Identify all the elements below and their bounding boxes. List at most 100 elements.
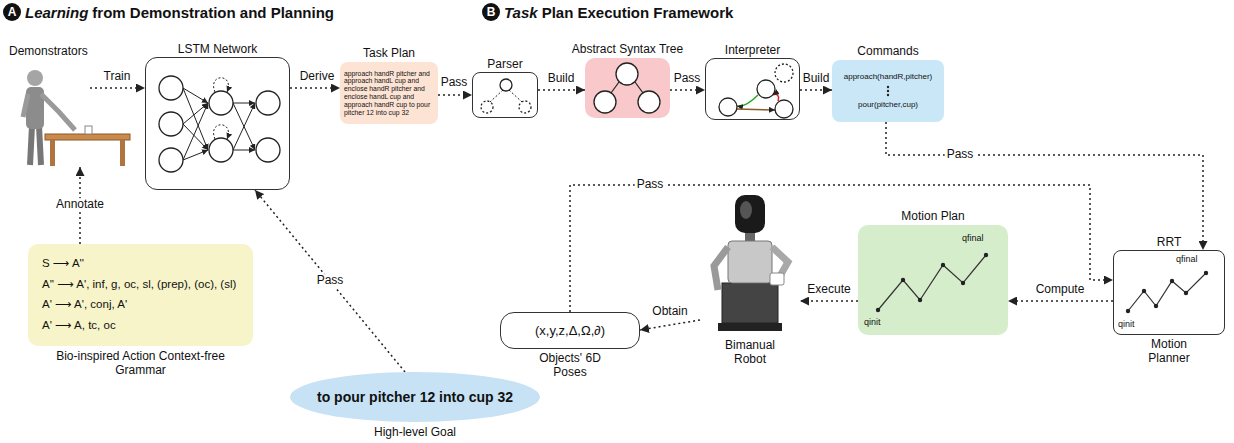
arm xyxy=(23,94,28,117)
box-heading: Commands xyxy=(857,44,918,58)
motion-path xyxy=(878,255,986,310)
edge-label: Execute xyxy=(805,283,852,297)
figure-node: Demonstrators xyxy=(5,42,90,167)
edge-label: Pass xyxy=(635,178,666,192)
waypoint xyxy=(901,278,905,282)
waypoint xyxy=(1204,271,1208,275)
graph-link xyxy=(635,82,643,93)
network-link xyxy=(233,103,255,150)
waypoint xyxy=(876,308,880,312)
robot-figure: Bimanual Robot xyxy=(700,190,800,335)
torso xyxy=(26,87,44,129)
section-title: from Demonstration and Planning xyxy=(92,4,334,21)
robot-torso xyxy=(728,241,772,283)
cup xyxy=(85,126,92,134)
edge-label: Pass xyxy=(945,148,976,162)
network-link xyxy=(183,88,208,103)
robot-arm xyxy=(714,247,728,290)
edge-label: Build xyxy=(546,72,577,86)
box-text: A' ⟶ A, tc, oc xyxy=(42,319,116,333)
section-letter: B xyxy=(482,3,500,21)
edge-label: Pass xyxy=(315,274,346,288)
section-title: Plan Execution Framework xyxy=(542,4,734,21)
leg xyxy=(30,126,32,165)
drawing-part xyxy=(594,63,660,113)
flow-arrow xyxy=(737,109,775,110)
box-text: to pour pitcher 12 into cup 32 xyxy=(317,389,513,406)
neuron xyxy=(159,148,183,172)
graph-node-circle xyxy=(481,101,493,113)
graph-node-circle xyxy=(616,63,638,85)
box-caption: Bimanual Robot xyxy=(725,338,775,367)
dotted-arrow xyxy=(570,185,1113,312)
box-heading: Interpreter xyxy=(725,43,780,57)
robot-wheelbase xyxy=(718,323,782,331)
arm xyxy=(41,94,75,130)
edge-label: Annotate xyxy=(54,198,106,212)
box-heading: Motion Plan xyxy=(901,209,964,223)
box-text: qfinal xyxy=(962,233,984,244)
grammar-box: S ⟶ A''A'' ⟶ A', inf, g, oc, sl, (prep),… xyxy=(28,244,253,346)
node-illustration xyxy=(706,59,801,121)
edge-label: Compute xyxy=(1034,283,1087,297)
waypoint xyxy=(1154,304,1158,308)
node-illustration xyxy=(585,58,670,118)
flow-arrow xyxy=(773,94,779,101)
dotted-arrow xyxy=(800,89,832,91)
head xyxy=(27,70,43,86)
robot-base xyxy=(722,283,778,323)
dotted-arrow xyxy=(90,87,145,89)
section-heading: ALearningfrom Demonstration and Planning xyxy=(3,3,338,21)
edge-label: Pass xyxy=(439,76,470,90)
network-link xyxy=(183,103,208,160)
node-illustration xyxy=(5,42,90,167)
box-caption: High-level Goal xyxy=(374,425,456,439)
robot-arm xyxy=(772,247,788,276)
graph-link xyxy=(611,82,619,93)
ellipsis-dot xyxy=(887,94,889,96)
graph-node-circle xyxy=(500,79,512,91)
box-text: approach(handR,pitcher) xyxy=(844,72,933,82)
network-link xyxy=(233,103,255,150)
flow-arrow xyxy=(737,95,758,106)
drawing-part xyxy=(714,195,788,331)
box-text: qinit xyxy=(864,317,881,328)
commands-box: Commandsapproach(handR,pitcher)pour(pitc… xyxy=(832,60,944,122)
robot-face xyxy=(740,201,752,219)
network-box: LSTM Network xyxy=(145,57,290,190)
graph-node-circle xyxy=(757,80,775,98)
section-letter: A xyxy=(3,3,21,21)
waypoint xyxy=(1126,309,1130,313)
table-leg xyxy=(120,140,125,166)
motion-path xyxy=(1128,273,1206,311)
graph-link xyxy=(509,90,522,102)
graph-node-circle xyxy=(519,101,531,113)
table-leg xyxy=(50,140,55,166)
motion-plan-box: Motion Planqfinalqinit xyxy=(858,225,1008,335)
section-title: Learning xyxy=(25,4,88,21)
ellipsis-dot xyxy=(887,86,889,88)
edge-label: Obtain xyxy=(650,305,689,319)
node-illustration xyxy=(832,60,944,122)
drawing-part xyxy=(876,253,988,312)
node-illustration xyxy=(146,58,291,191)
neuron xyxy=(209,138,233,162)
network-link xyxy=(183,88,208,150)
waypoint xyxy=(1170,279,1174,283)
graph-node-circle xyxy=(719,98,737,116)
box-heading: Parser xyxy=(487,57,522,71)
neuron xyxy=(209,91,233,115)
box-text: A'' ⟶ A', inf, g, oc, sl, (prep), (oc), … xyxy=(42,278,236,292)
section-title: Task xyxy=(504,4,538,21)
dotted-arrow xyxy=(670,89,705,91)
edge-label: Train xyxy=(102,70,133,84)
dotted-arrow xyxy=(255,190,405,372)
network-link xyxy=(233,103,255,104)
network-link xyxy=(183,103,208,124)
network-link xyxy=(183,124,208,150)
drawing-part xyxy=(1126,271,1208,313)
node-illustration xyxy=(473,73,539,119)
neuron xyxy=(256,91,280,115)
recurrent-loop xyxy=(214,78,229,92)
